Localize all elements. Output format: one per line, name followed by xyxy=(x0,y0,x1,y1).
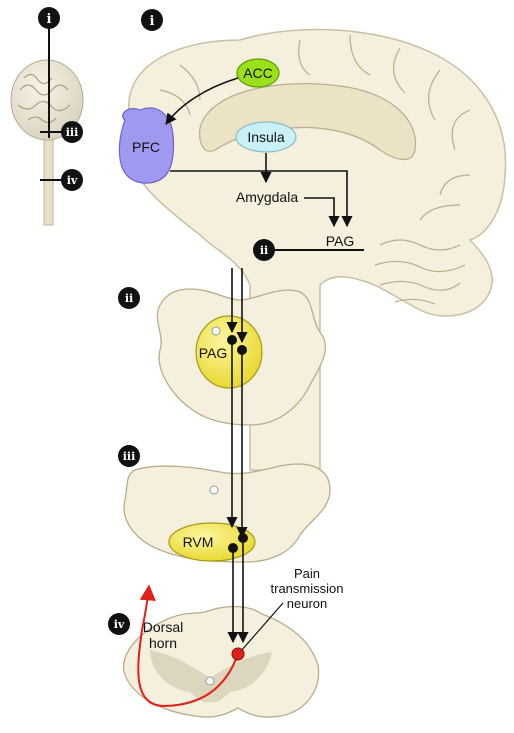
svg-text:iv: iv xyxy=(114,618,125,631)
svg-text:iii: iii xyxy=(123,450,136,463)
small-brain-thumbnail: i iii iv xyxy=(11,7,83,225)
svg-text:ii: ii xyxy=(260,244,268,257)
aqueduct xyxy=(212,327,220,335)
svg-text:RVM: RVM xyxy=(183,534,214,550)
svg-text:i: i xyxy=(47,12,52,27)
svg-text:Insula: Insula xyxy=(247,129,285,145)
section-ii-badge: ii xyxy=(118,287,140,309)
badge-ii-brain: ii xyxy=(253,239,275,261)
rvm-neuron-2 xyxy=(238,533,248,543)
small-badge-iv: iv xyxy=(61,169,83,191)
svg-text:ACC: ACC xyxy=(243,65,273,81)
pain-neuron-label-1: Pain xyxy=(294,566,320,581)
pain-neuron-label-2: transmission xyxy=(271,581,344,596)
pag-brain-label: PAG xyxy=(326,233,355,249)
rvm-neuron-1 xyxy=(228,543,238,553)
section-iv-badge: iv xyxy=(108,613,130,635)
svg-text:i: i xyxy=(150,14,155,29)
insula-region: Insula xyxy=(236,122,296,152)
dorsal-horn-label-2: horn xyxy=(149,635,177,651)
acc-region: ACC xyxy=(237,59,279,87)
amygdala-label: Amygdala xyxy=(236,189,298,205)
small-badge-i: i xyxy=(38,7,60,29)
dorsal-horn-label: Dorsal xyxy=(143,619,183,635)
pfc-region: PFC xyxy=(119,108,173,183)
svg-text:iv: iv xyxy=(67,174,78,187)
section-iii-badge: iii xyxy=(118,445,140,467)
pain-neuron-label-3: neuron xyxy=(287,596,327,611)
svg-text:iii: iii xyxy=(66,126,79,139)
section-iii-medulla: RVM xyxy=(124,464,330,562)
svg-text:PAG: PAG xyxy=(199,345,228,361)
small-badge-iii: iii xyxy=(61,121,83,143)
pag-neuron-2 xyxy=(237,345,247,355)
svg-text:PFC: PFC xyxy=(132,139,160,155)
pain-transmission-neuron xyxy=(232,648,244,660)
svg-text:ii: ii xyxy=(125,292,133,305)
pag-neuron-1 xyxy=(227,335,237,345)
large-badge-i: i xyxy=(141,9,163,31)
